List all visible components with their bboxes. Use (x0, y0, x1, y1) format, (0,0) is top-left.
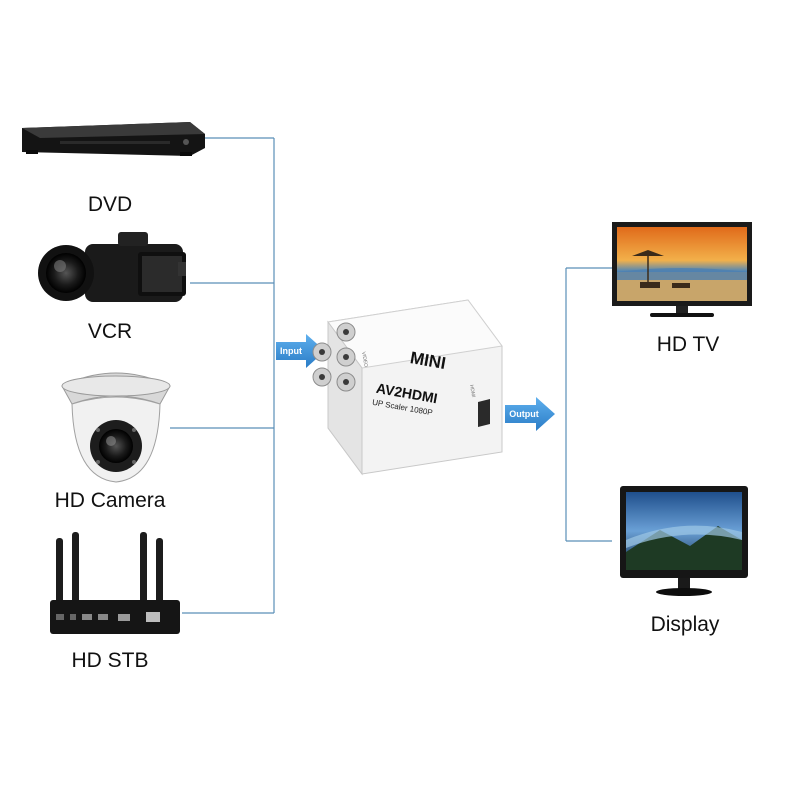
av2hdmi-converter: MINI AV2HDMI UP Scaler 1080P VIDEO HDMI (312, 299, 503, 476)
set-top-box-icon (50, 532, 180, 634)
display-monitor-icon (620, 486, 748, 596)
device-label-hd-tv: HD TV (656, 333, 720, 356)
dvd-player-icon (22, 122, 205, 156)
converter-port-in-label: VIDEO (360, 351, 369, 367)
hd-tv-icon (612, 222, 752, 317)
device-label-vcr: VCR (87, 320, 133, 343)
converter-port-out-label: HDMI (468, 384, 476, 398)
device-label-hd-camera: HD Camera (54, 489, 166, 512)
input-bracket-lines (170, 137, 275, 614)
device-label-display: Display (650, 613, 720, 636)
input-arrow-label: Input (280, 346, 302, 356)
camcorder-icon (38, 232, 186, 302)
input-arrow: Input (276, 334, 325, 368)
dome-camera-icon (61, 372, 171, 483)
output-arrow: Output (505, 397, 555, 431)
device-label-hd-stb: HD STB (71, 649, 149, 672)
output-arrow-label: Output (509, 409, 539, 419)
device-label-dvd: DVD (87, 193, 133, 216)
output-bracket-lines (565, 267, 612, 542)
